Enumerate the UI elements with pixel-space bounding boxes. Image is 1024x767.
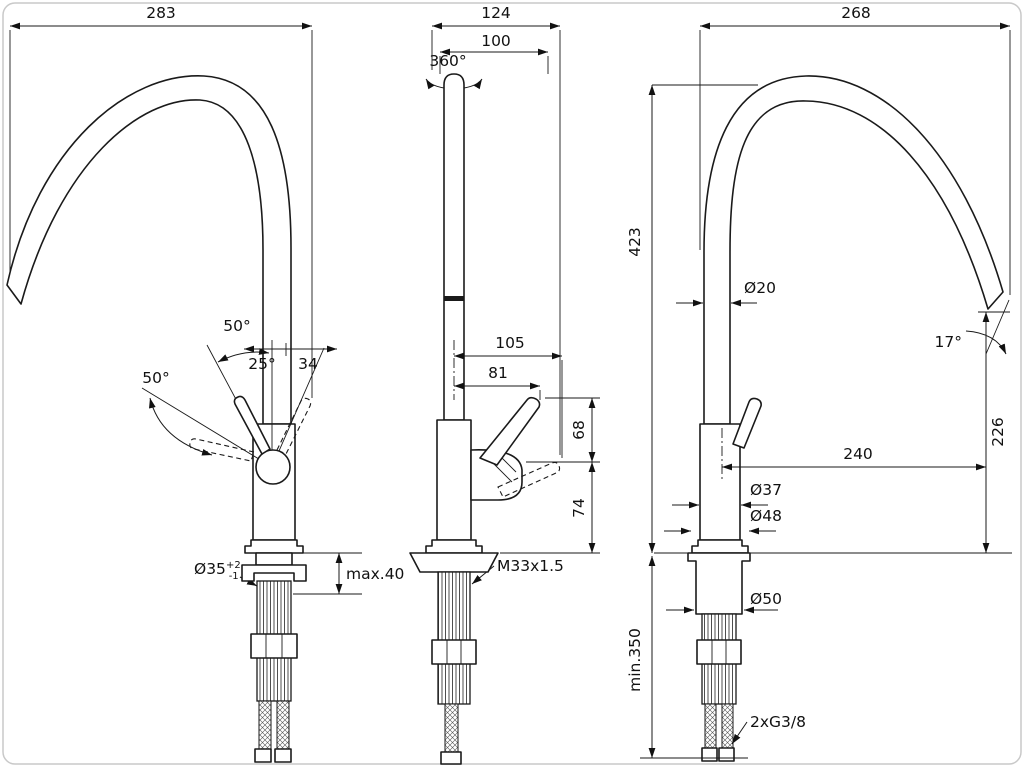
dim-hose-connection: 2xG3/8 bbox=[750, 713, 806, 731]
base-flange bbox=[425, 539, 483, 554]
spout-outline bbox=[6, 75, 292, 425]
dim-handle-height: 68 bbox=[570, 420, 588, 440]
dim-swivel-angle: 360° bbox=[429, 52, 466, 70]
flex-hose bbox=[276, 700, 290, 750]
mounting-nut bbox=[696, 639, 742, 665]
construction-line bbox=[985, 299, 1010, 355]
hole-diameter-value: Ø35 bbox=[194, 560, 226, 578]
flex-hose bbox=[258, 700, 272, 750]
hub-hatch bbox=[499, 455, 517, 473]
mounting-nut bbox=[250, 633, 298, 659]
flex-hose bbox=[721, 703, 734, 749]
mounting-bracket bbox=[241, 564, 307, 582]
spout-tube bbox=[443, 73, 465, 421]
angle-arc bbox=[149, 397, 213, 456]
handle-lever bbox=[732, 397, 762, 449]
dim-escutcheon-diameter: Ø50 bbox=[750, 590, 782, 608]
dim-overall-depth: 124 bbox=[481, 4, 511, 22]
dim-overall-height: 423 bbox=[626, 227, 644, 257]
flex-hose bbox=[444, 703, 459, 753]
dim-overall-width: 283 bbox=[146, 4, 176, 22]
dim-handle-swing-angle: 50° bbox=[142, 369, 169, 387]
dim-deck-thickness: max.40 bbox=[346, 565, 404, 583]
dim-hole-diameter: Ø35+2-1 bbox=[194, 560, 241, 582]
dim-spout-reach-top: 100 bbox=[481, 32, 511, 50]
base-flange bbox=[691, 539, 749, 554]
hose-fitting bbox=[254, 748, 272, 763]
mounting-nut bbox=[431, 639, 477, 665]
dim-base-diameter: Ø48 bbox=[750, 507, 782, 525]
hose-fitting bbox=[440, 751, 462, 765]
dim-outlet-angle: 17° bbox=[935, 333, 962, 351]
faucet-body bbox=[436, 419, 472, 541]
dim-spout-tube-diameter: Ø20 bbox=[744, 279, 776, 297]
threaded-shank bbox=[437, 571, 471, 705]
handle-lever-alt-up bbox=[276, 397, 312, 455]
escutcheon bbox=[687, 552, 751, 615]
handle-lever-alt bbox=[497, 461, 561, 498]
view-side-right: 268 423 Ø20 17° 226 240 Ø37 Ø48 bbox=[626, 4, 1012, 762]
dim-thread-spec: M33x1.5 bbox=[497, 557, 564, 575]
dim-handle-reach-inner: 81 bbox=[488, 364, 508, 382]
handle-hub bbox=[255, 449, 291, 485]
hub-hatch bbox=[493, 463, 513, 483]
angle-arc bbox=[217, 348, 270, 363]
hose-fitting bbox=[701, 747, 718, 762]
spout-outline bbox=[703, 75, 1004, 425]
hole-tolerance-minus: -1 bbox=[229, 571, 239, 582]
dim-overall-reach: 268 bbox=[841, 4, 871, 22]
dim-outlet-height: 226 bbox=[989, 417, 1007, 447]
view-front: 124 100 360° 105 81 68 74 M bbox=[409, 4, 600, 765]
handle-lever bbox=[233, 395, 271, 455]
dim-handle-angle-open: 50° bbox=[223, 317, 250, 335]
dim-spout-reach: 240 bbox=[843, 445, 873, 463]
washer-plate bbox=[409, 552, 499, 573]
base-flange bbox=[244, 539, 304, 554]
dim-clearance-below: min.350 bbox=[626, 628, 644, 692]
angle-arc bbox=[965, 330, 1007, 355]
view-side-left: 283 50° 25° 34 50° max.40 bbox=[6, 4, 404, 763]
dim-handle-reach: 105 bbox=[495, 334, 525, 352]
tube-joint-band bbox=[444, 296, 464, 301]
hose-fitting bbox=[718, 747, 735, 762]
dim-body-height: 74 bbox=[570, 498, 588, 518]
dim-handle-angle-tilt: 25° bbox=[248, 355, 275, 373]
flex-hose bbox=[704, 703, 717, 749]
mounting-neck bbox=[255, 552, 293, 566]
hose-fitting bbox=[274, 748, 292, 763]
hole-tolerance-plus: +2 bbox=[226, 560, 241, 571]
handle-lever bbox=[479, 396, 541, 466]
leader-line bbox=[731, 721, 748, 745]
dim-body-diameter: Ø37 bbox=[750, 481, 782, 499]
dim-handle-offset: 34 bbox=[298, 355, 318, 373]
